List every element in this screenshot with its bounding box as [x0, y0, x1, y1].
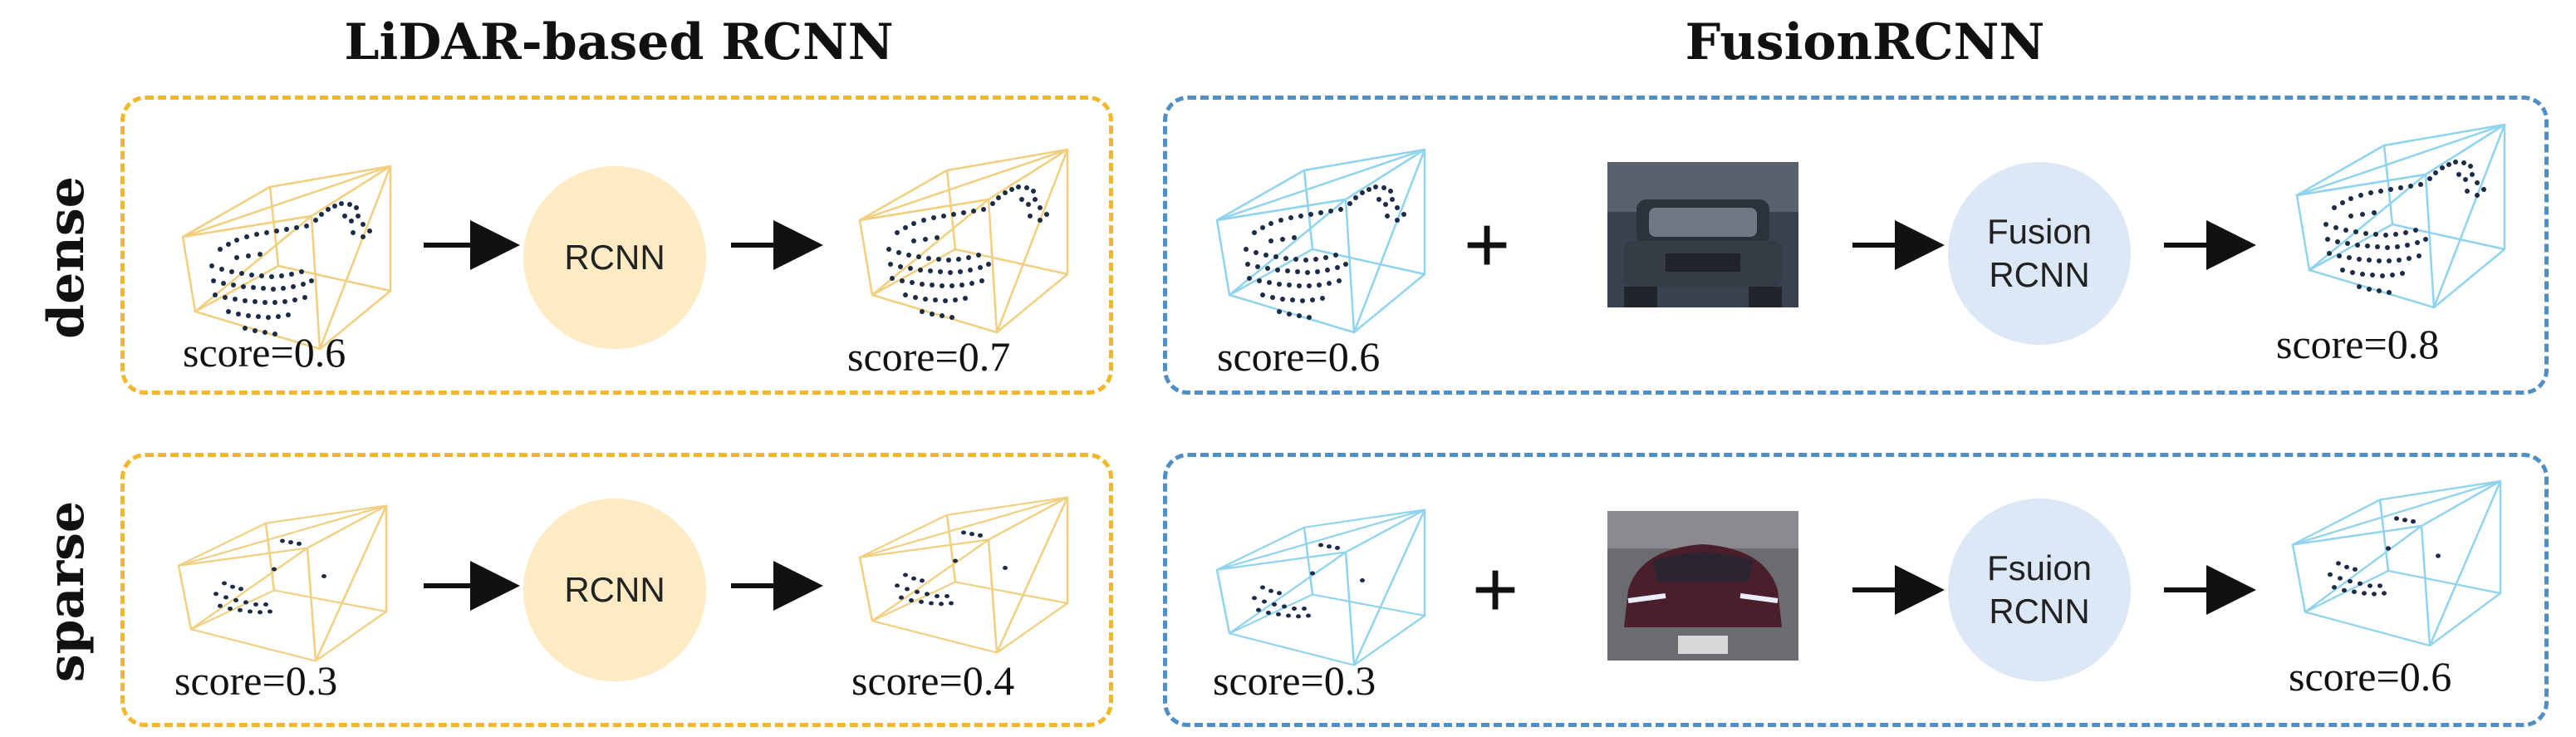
- point-cloud-box-icon: [2291, 479, 2502, 647]
- panel-lidar-sparse: [120, 453, 1113, 727]
- point-cloud-box-icon: [858, 148, 1069, 334]
- plus-icon: +: [1463, 200, 1511, 289]
- score-label: score=0.6: [1217, 333, 1381, 380]
- lidar-rcnn-title: LiDAR-based RCNN: [344, 13, 894, 71]
- panel-fusion-sparse: [1163, 453, 2549, 727]
- car-photo-icon: [1607, 162, 1798, 307]
- rcnn-module-dense: RCNN: [523, 166, 706, 349]
- car-photo-icon: [1607, 511, 1798, 661]
- fusion-module-line2: RCNN: [1989, 255, 2090, 294]
- rcnn-module-sparse: RCNN: [523, 499, 706, 681]
- point-cloud-box-icon: [858, 496, 1069, 654]
- fusion-module-line2: RCNN: [1989, 592, 2090, 631]
- score-label: score=0.7: [847, 333, 1011, 380]
- point-cloud-box-icon: [2295, 123, 2506, 309]
- score-label: score=0.3: [1213, 657, 1376, 704]
- panel-fusion-dense: [1163, 96, 2549, 395]
- point-cloud-box-icon: [181, 165, 392, 351]
- point-cloud-box-icon: [1215, 148, 1426, 334]
- score-label: score=0.3: [174, 657, 338, 704]
- fusion-rcnn-module-dense: Fusion RCNN: [1948, 162, 2131, 345]
- rcnn-module-label: RCNN: [564, 237, 665, 277]
- score-label: score=0.4: [851, 657, 1015, 704]
- point-cloud-box-icon: [1215, 509, 1426, 666]
- score-label: score=0.6: [183, 329, 346, 376]
- score-label: score=0.6: [2289, 653, 2452, 700]
- panel-lidar-dense: [120, 96, 1113, 395]
- fusion-rcnn-title: FusionRCNN: [1685, 13, 2045, 71]
- fusion-rcnn-module-sparse: Fsuion RCNN: [1948, 499, 2131, 681]
- score-label: score=0.8: [2276, 321, 2440, 367]
- point-cloud-box-icon: [177, 504, 388, 662]
- plus-icon: +: [1471, 545, 1519, 634]
- fusion-module-line1: Fusion: [1986, 211, 2093, 251]
- fusion-module-line1: Fsuion: [1986, 548, 2093, 587]
- rcnn-module-label: RCNN: [564, 569, 665, 609]
